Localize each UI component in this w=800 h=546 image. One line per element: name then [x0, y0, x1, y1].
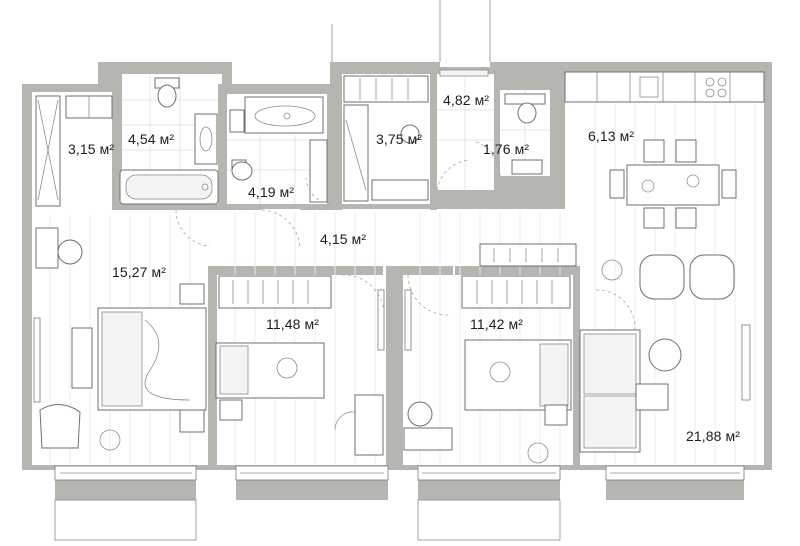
living-armchairs	[601, 254, 735, 300]
room-area-hall-small: 4,82 м²	[443, 92, 490, 108]
door-swings	[175, 141, 636, 331]
room-area-wardrobe: 3,15 м²	[68, 141, 115, 157]
windows	[54, 465, 745, 481]
room-area-master-bedroom: 15,27 м²	[112, 264, 167, 280]
room-area-toilet: 1,76 м²	[483, 141, 530, 157]
living-sofa	[579, 324, 751, 453]
bathroom-fixtures	[119, 77, 219, 205]
room-area-bathroom-main: 4,54 м²	[128, 131, 175, 147]
room-area-bedroom-two: 11,48 м²	[266, 316, 319, 332]
room-area-kitchen: 6,13 м²	[588, 128, 635, 144]
room-area-bedroom-three: 11,42 м²	[470, 316, 523, 332]
room-area-corridor: 4,15 м²	[320, 231, 367, 247]
bedroom-two-furniture	[215, 275, 385, 456]
bedroom-three-furniture	[403, 243, 577, 464]
wardrobe-closet	[35, 95, 113, 207]
laundry-fixtures	[343, 75, 429, 202]
kitchen-counter	[564, 71, 765, 103]
balconies	[54, 0, 561, 541]
room-area-bathroom-second: 4,19 м²	[248, 184, 295, 200]
room-area-laundry: 3,75 м²	[376, 131, 423, 147]
room-area-living-room: 21,88 м²	[686, 428, 741, 444]
master-bedroom-furniture	[33, 227, 207, 451]
shower-bathroom-fixtures	[229, 96, 328, 203]
toilet-fixtures	[439, 69, 546, 175]
dining-table	[609, 139, 737, 229]
